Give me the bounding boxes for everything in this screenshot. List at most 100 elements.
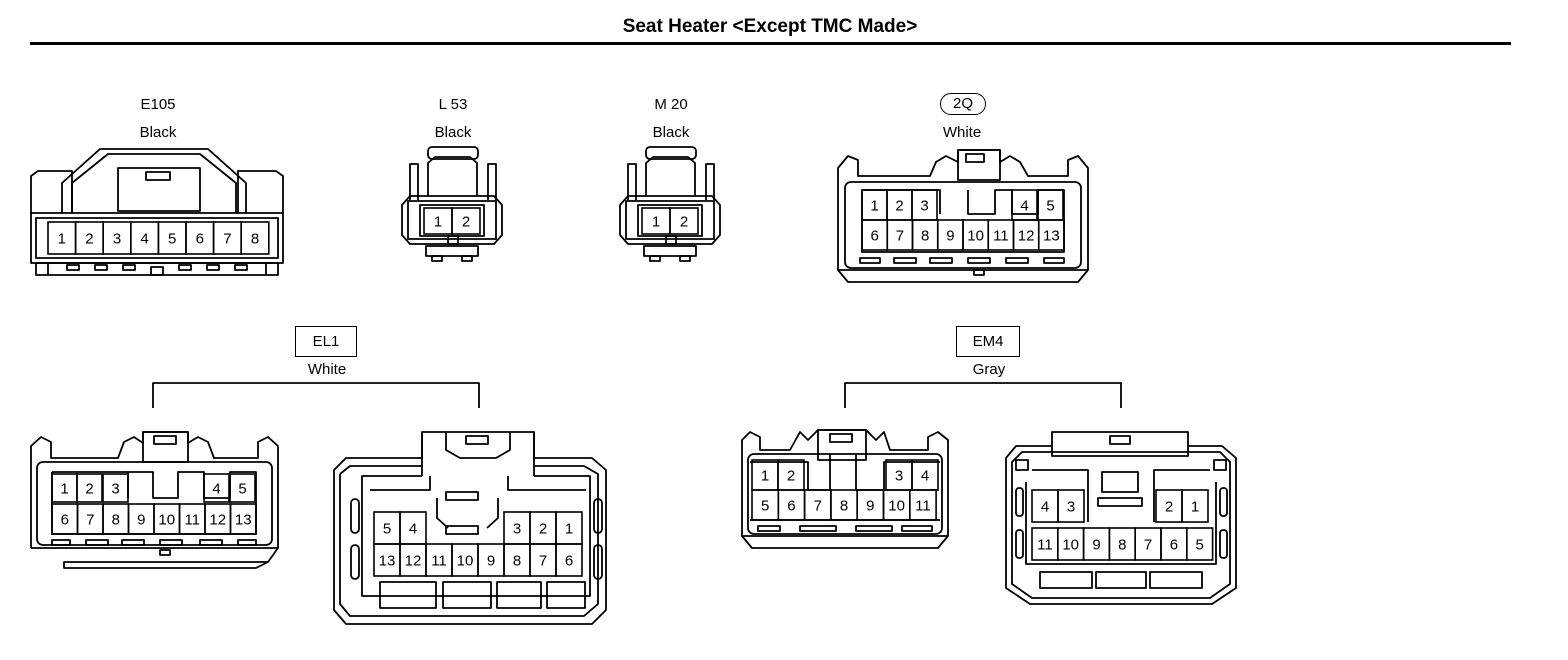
- 2q-pin-13: 13: [1043, 228, 1060, 245]
- em4-code: EM4: [956, 326, 1020, 357]
- 2q-pin-4: 4: [1020, 198, 1028, 215]
- em4-male-pin-3: 3: [895, 468, 903, 485]
- l53-color: Black: [434, 124, 472, 141]
- 2q-pin-3: 3: [920, 198, 928, 215]
- em4-male-pin-6: 6: [787, 498, 795, 515]
- el1-male-pin-3-cell: [102, 473, 129, 503]
- connector-m20: [619, 146, 721, 262]
- el1-female-pin-8: 8: [513, 553, 521, 570]
- m20-pin-2-cell: [669, 207, 699, 235]
- 2q-pin-7: 7: [896, 228, 904, 245]
- el1-code: EL1: [295, 326, 357, 357]
- em4-female-pin-4: 4: [1041, 499, 1049, 516]
- el1-female-pin-2: 2: [539, 521, 547, 538]
- em4-male-pin-4: 4: [921, 468, 929, 485]
- el1-female-pin-12: 12: [405, 553, 422, 570]
- em4-bracket: [844, 382, 1122, 408]
- el1-female-pin-3: 3: [513, 521, 521, 538]
- el1-female-pin-9: 9: [487, 553, 495, 570]
- em4-male-pin-5: 5: [761, 498, 769, 515]
- em4-female-pin-5-cell: [1186, 527, 1214, 561]
- e105-code: E105: [140, 96, 176, 113]
- em4-female-pin-9: 9: [1092, 537, 1100, 554]
- m20-pin-1: 1: [652, 214, 660, 231]
- el1-male-pin-6: 6: [61, 512, 69, 529]
- 2q-pin-13-cell: [1037, 219, 1065, 251]
- m20-pin-2: 2: [680, 214, 688, 231]
- el1-female-pin-6: 6: [565, 553, 573, 570]
- e105-pin-7: 7: [223, 231, 231, 248]
- 2q-color: White: [942, 124, 982, 141]
- el1-male-pin-4: 4: [212, 481, 220, 498]
- 2q-pin-6: 6: [870, 228, 878, 245]
- 2q-pin-5: 5: [1046, 198, 1054, 215]
- title-rule: [30, 42, 1511, 45]
- em4-male-pin-8: 8: [840, 498, 848, 515]
- el1-female-pin-1: 1: [565, 521, 573, 538]
- el1-bracket: [152, 382, 480, 408]
- el1-female-pin-11: 11: [431, 553, 447, 570]
- e105-pin-2: 2: [85, 231, 93, 248]
- e105-pin-5: 5: [168, 231, 176, 248]
- em4-male-pin-10: 10: [888, 498, 905, 515]
- em4-female-pin-3: 3: [1067, 499, 1075, 516]
- l53-pin-2-cell: [451, 207, 481, 235]
- em4-male-pin-9: 9: [866, 498, 874, 515]
- l53-pin-2: 2: [462, 214, 470, 231]
- connector-em4-male: [741, 429, 949, 549]
- 2q-pin-2: 2: [895, 198, 903, 215]
- el1-female-pin-13: 13: [379, 553, 396, 570]
- el1-female-pin-7: 7: [539, 553, 547, 570]
- el1-male-pin-12: 12: [209, 512, 226, 529]
- em4-female-pin-1-cell: [1181, 489, 1209, 523]
- el1-male-pin-2-cell: [76, 473, 103, 503]
- em4-female-pin-10: 10: [1062, 537, 1079, 554]
- 2q-pin-12: 12: [1018, 228, 1035, 245]
- em4-female-pin-3-cell: [1057, 489, 1085, 523]
- el1-male-pin-5: 5: [238, 481, 246, 498]
- diagram-title: Seat Heater <Except TMC Made>: [622, 16, 918, 37]
- el1-male-pin-7: 7: [86, 512, 94, 529]
- el1-male-pin-10: 10: [158, 512, 175, 529]
- 2q-pin-11: 11: [993, 228, 1009, 245]
- e105-pin-4: 4: [140, 231, 148, 248]
- connector-2q: [837, 149, 1089, 283]
- el1-female-pin-5: 5: [383, 521, 391, 538]
- l53-code: L 53: [438, 96, 468, 113]
- em4-male-pin-1: 1: [761, 468, 769, 485]
- el1-male-pin-2: 2: [85, 481, 93, 498]
- e105-pin-1: 1: [58, 231, 66, 248]
- e105-pin-8: 8: [251, 231, 259, 248]
- 2q-pin-9: 9: [946, 228, 954, 245]
- el1-female-pin-4: 4: [409, 521, 417, 538]
- em4-female-pin-2: 2: [1165, 499, 1173, 516]
- el1-male-pin-13: 13: [235, 512, 252, 529]
- el1-male-pin-4-cell: [203, 473, 230, 503]
- el1-male-pin-13-cell: [229, 503, 257, 535]
- em4-male-pin-11: 11: [915, 498, 931, 515]
- el1-male-pin-5-cell: [229, 473, 256, 503]
- em4-female-pin-7: 7: [1144, 537, 1152, 554]
- el1-color: White: [307, 361, 347, 378]
- connector-l53: [401, 146, 503, 262]
- m20-color: Black: [652, 124, 690, 141]
- el1-male-pin-9: 9: [137, 512, 145, 529]
- em4-female-pin-8: 8: [1118, 537, 1126, 554]
- em4-female-pin-1: 1: [1191, 499, 1199, 516]
- em4-female-pin-6: 6: [1170, 537, 1178, 554]
- el1-female-pin-6-cell: [555, 543, 583, 577]
- connector-em4-female: [1005, 431, 1237, 605]
- connector-el1-female: [333, 431, 607, 625]
- 2q-code: 2Q: [940, 93, 986, 115]
- em4-color: Gray: [972, 361, 1006, 378]
- e105-pin-6: 6: [196, 231, 204, 248]
- l53-pin-1: 1: [434, 214, 442, 231]
- em4-female-pin-5: 5: [1196, 537, 1204, 554]
- 2q-pin-1: 1: [870, 198, 878, 215]
- el1-female-pin-10: 10: [457, 553, 474, 570]
- em4-male-pin-11-cell: [908, 489, 937, 521]
- connector-el1-male: [30, 431, 279, 569]
- e105-pin-3: 3: [113, 231, 121, 248]
- em4-female-pin-11: 11: [1037, 537, 1053, 554]
